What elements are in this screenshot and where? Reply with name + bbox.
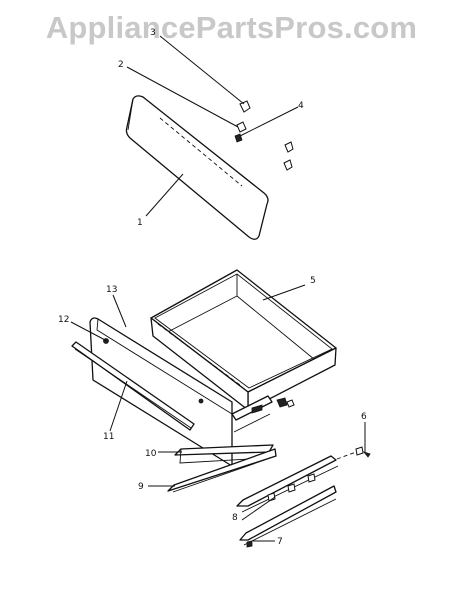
screw-hole [198, 398, 204, 404]
callout-4: 4 [298, 101, 304, 111]
callout-6: 6 [361, 412, 367, 422]
callout-5: 5 [310, 276, 316, 286]
callout-7: 7 [277, 537, 283, 547]
panel-part [125, 95, 269, 240]
drawer-front-part [71, 317, 295, 467]
drawer-box-part [150, 269, 337, 411]
callout-8: 8 [232, 513, 238, 523]
callout-labels: 3 2 4 1 5 6 7 8 9 10 11 12 13 [58, 28, 367, 547]
callout-10: 10 [145, 449, 157, 459]
watermark-text: AppliancePartsPros.com [45, 10, 418, 45]
callout-1: 1 [137, 218, 143, 228]
callout-13: 13 [106, 285, 117, 295]
callout-11: 11 [103, 432, 114, 442]
callout-12: 12 [58, 315, 69, 325]
slide-rails [167, 404, 277, 493]
callout-2: 2 [118, 60, 124, 70]
bottom-slide-assembly [236, 446, 371, 548]
clip-hardware [234, 100, 294, 171]
callout-3: 3 [150, 28, 156, 38]
leader-lines [70, 35, 366, 542]
callout-9: 9 [138, 482, 144, 492]
